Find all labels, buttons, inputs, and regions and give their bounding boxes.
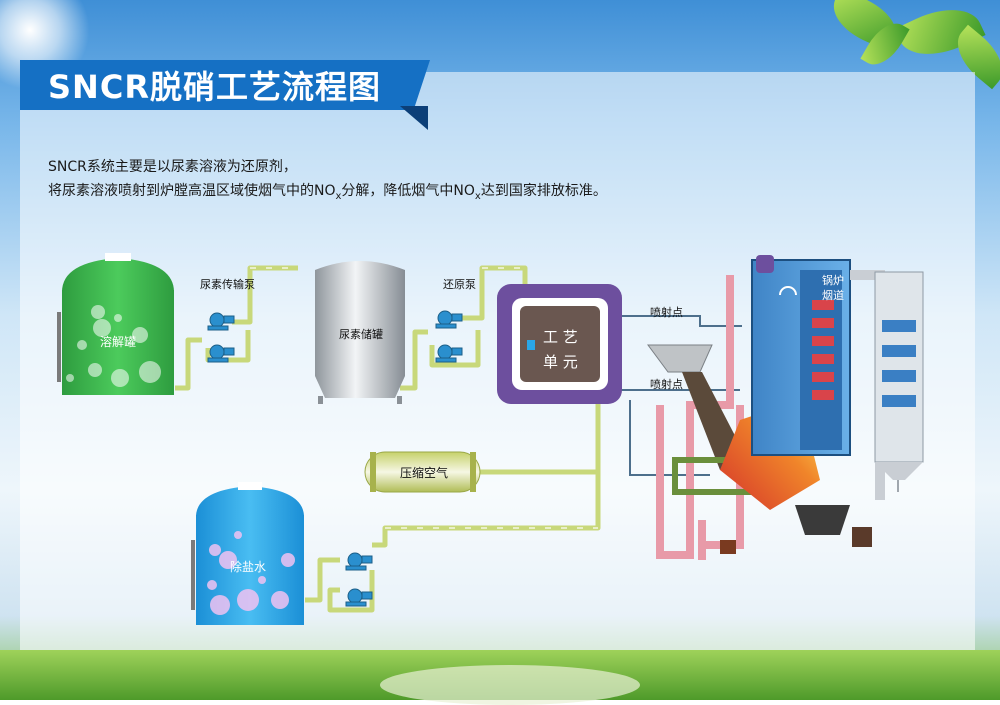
description-line-1: SNCR系统主要是以尿素溶液为还原剂， xyxy=(48,159,297,175)
boiler-system xyxy=(647,255,924,560)
boiler-duct xyxy=(656,275,734,559)
pipe-dissolve-to-pump xyxy=(175,337,202,391)
pipe-storage-to-pump xyxy=(400,329,428,391)
urea-storage-tank xyxy=(315,261,405,404)
pipe-pump-to-storage xyxy=(232,265,298,325)
label-urea-transfer-pump: 尿素传输泵 xyxy=(200,278,255,291)
pipe-highlights xyxy=(250,267,598,529)
reduction-pump xyxy=(435,310,463,363)
compressed-air-tank xyxy=(364,451,481,493)
pipe-pump2-bypass xyxy=(429,330,481,368)
flue-panels xyxy=(882,320,916,407)
ash-hopper xyxy=(795,505,850,535)
urea-transfer-pump xyxy=(207,312,235,363)
label-compressed-air: 压缩空气 xyxy=(400,466,449,480)
label-injection-point-1: 喷射点 xyxy=(650,306,683,319)
water-pump xyxy=(345,552,373,607)
desalted-water-tank xyxy=(191,482,304,625)
label-boiler-flue-2: 烟道 xyxy=(822,289,844,302)
ash-cart xyxy=(852,527,872,547)
title-banner xyxy=(20,60,430,110)
coal-chute xyxy=(682,372,745,470)
injection-line-1 xyxy=(605,315,742,327)
grass-path xyxy=(380,665,640,705)
injection-lines xyxy=(605,315,742,476)
label-reduction-pump: 还原泵 xyxy=(443,278,476,291)
flue-tower xyxy=(874,271,924,463)
label-process-unit-1: 工 艺 xyxy=(543,328,578,346)
description-subscript-1: x xyxy=(335,190,342,202)
pipe-air-to-process xyxy=(480,400,601,475)
dissolving-tank xyxy=(57,253,174,395)
heat-exchanger xyxy=(812,300,834,400)
process-unit xyxy=(497,284,622,404)
description-text-b: 分解，降低烟气中NO xyxy=(341,183,475,199)
description-text-c: 达到国家排放标准。 xyxy=(480,183,607,199)
coal-hopper xyxy=(647,344,713,373)
label-dissolving-tank: 溶解罐 xyxy=(100,335,137,349)
description-line-2: 将尿素溶液喷射到炉膛高温区域使烟气中的NOx分解，降低烟气中NOx达到国家排放标… xyxy=(48,180,607,202)
label-process-unit-2: 单 元 xyxy=(543,353,578,371)
page-title: SNCR脱硝工艺流程图 xyxy=(48,68,381,106)
label-urea-storage-tank: 尿素储罐 xyxy=(339,328,383,341)
description-subscript-2: x xyxy=(474,190,481,202)
injection-line-3 xyxy=(629,400,710,476)
description-text-a: 将尿素溶液喷射到炉膛高温区域使烟气中的NO xyxy=(48,183,336,199)
pipe-water-to-pump xyxy=(305,557,340,603)
label-boiler-flue-1: 锅炉 xyxy=(822,274,844,287)
label-injection-point-2: 喷射点 xyxy=(650,378,683,391)
label-desalted-water: 除盐水 xyxy=(230,560,267,574)
